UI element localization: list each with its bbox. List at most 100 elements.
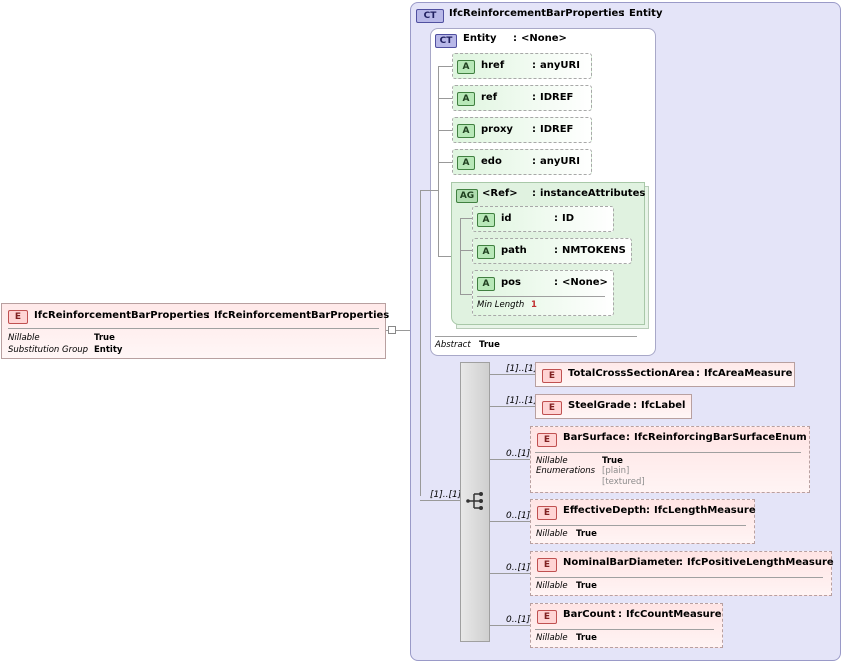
attribute-name: edo <box>481 156 502 167</box>
attribute-badge: A <box>477 213 495 227</box>
element-type: IfcAreaMeasure <box>704 368 793 379</box>
element-badge: E <box>537 610 557 624</box>
type-separator: : <box>532 188 536 199</box>
complex-type-name: IfcReinforcementBarProperties <box>449 8 625 19</box>
type-separator: : <box>554 245 558 256</box>
element-multiplicity: [1]..[1] <box>506 396 538 406</box>
attribute-type: NMTOKENS <box>562 245 626 256</box>
root-prop-key: Substitution Group <box>8 345 89 355</box>
expand-toggle-icon[interactable] <box>388 326 396 334</box>
tree-line <box>420 500 460 501</box>
attribute-badge: A <box>477 277 495 291</box>
element-name: SteelGrade <box>568 400 631 411</box>
element-enum-key: Enumerations <box>536 466 596 476</box>
element-badge: E <box>537 506 557 520</box>
tree-line <box>490 406 536 407</box>
root-element-type: IfcReinforcementBarProperties <box>214 310 390 321</box>
attribute-name: pos <box>501 277 521 288</box>
base-type-name: Entity <box>463 33 497 44</box>
attribute-badge: A <box>457 60 475 74</box>
tree-line <box>460 250 474 251</box>
element-steel-grade[interactable]: E SteelGrade : IfcLabel <box>535 394 692 419</box>
element-type: IfcCountMeasure <box>626 609 722 620</box>
attribute-type: anyURI <box>540 60 580 71</box>
tree-line <box>438 98 454 99</box>
element-multiplicity: [1]..[1] <box>506 364 538 374</box>
type-separator: : <box>626 432 630 443</box>
type-separator: : <box>513 33 517 44</box>
sequence-icon <box>466 492 483 510</box>
attribute-type: anyURI <box>540 156 580 167</box>
attribute-name: href <box>481 60 505 71</box>
element-badge: E <box>8 310 28 324</box>
attribute-prop-value: 1 <box>531 300 537 310</box>
element-bar-count[interactable]: E BarCount : IfcCountMeasure Nillable Tr… <box>530 603 723 648</box>
tree-line <box>438 66 454 67</box>
tree-line <box>490 459 530 460</box>
type-separator: : <box>618 609 622 620</box>
attribute-name: ref <box>481 92 498 103</box>
element-prop-value: True <box>576 529 597 539</box>
type-separator: : <box>646 505 650 516</box>
element-effective-depth[interactable]: E EffectiveDepth : IfcLengthMeasure Nill… <box>530 499 756 544</box>
connector-line <box>386 330 416 331</box>
element-prop-key: Nillable <box>536 581 568 591</box>
attribute-group-type: instanceAttributes <box>540 188 646 199</box>
element-multiplicity: 0..[1] <box>506 615 531 625</box>
element-nominal-bar-diameter[interactable]: E NominalBarDiameter : IfcPositiveLength… <box>530 551 834 596</box>
element-multiplicity: 0..[1] <box>506 563 531 573</box>
type-separator: : <box>532 60 536 71</box>
element-name: NominalBarDiameter <box>563 557 681 568</box>
sequence-multiplicity: [1]..[1] <box>430 490 462 500</box>
type-separator: : <box>696 368 700 379</box>
type-separator: : <box>532 124 536 135</box>
element-multiplicity: 0..[1] <box>506 449 531 459</box>
element-prop-value: True <box>576 581 597 591</box>
attribute-group-badge: AG <box>456 189 478 203</box>
element-multiplicity: 0..[1] <box>506 511 531 521</box>
element-prop-key: Nillable <box>536 633 568 643</box>
type-separator: : <box>633 400 637 411</box>
type-separator: : <box>679 557 683 568</box>
attribute-path[interactable]: A path : NMTOKENS <box>472 238 632 264</box>
attribute-ref[interactable]: A ref : IDREF <box>452 85 592 111</box>
sequence-compositor[interactable] <box>460 362 490 642</box>
attribute-type: <None> <box>562 277 608 288</box>
root-element-box[interactable]: E IfcReinforcementBarProperties : IfcRei… <box>1 303 390 359</box>
element-type: IfcReinforcingBarSurfaceEnum <box>634 432 807 443</box>
tree-line <box>420 190 438 191</box>
element-separator <box>535 452 801 453</box>
root-prop-value: Entity <box>94 345 123 355</box>
tree-line <box>438 162 454 163</box>
element-badge: E <box>542 369 562 383</box>
element-name: BarSurface <box>563 432 626 443</box>
attribute-type: IDREF <box>540 124 574 135</box>
attribute-badge: A <box>457 156 475 170</box>
element-separator <box>535 629 714 630</box>
attribute-name: id <box>501 213 512 224</box>
base-type-badge: CT <box>435 34 457 48</box>
tree-line <box>420 190 421 496</box>
attribute-proxy[interactable]: A proxy : IDREF <box>452 117 592 143</box>
element-badge: E <box>542 401 562 415</box>
element-name: BarCount <box>563 609 616 620</box>
attribute-id[interactable]: A id : ID <box>472 206 614 232</box>
element-badge: E <box>537 433 557 447</box>
root-prop-key: Nillable <box>8 333 40 343</box>
element-prop-value: True <box>602 456 623 466</box>
element-total-cross-section-area[interactable]: E TotalCrossSectionArea : IfcAreaMeasure <box>535 362 795 387</box>
tree-line <box>438 256 452 257</box>
element-type: IfcPositiveLengthMeasure <box>687 557 834 568</box>
attribute-edo[interactable]: A edo : anyURI <box>452 149 592 175</box>
tree-line <box>490 521 530 522</box>
base-type-type: <None> <box>521 33 567 44</box>
attribute-href[interactable]: A href : anyURI <box>452 53 592 79</box>
element-bar-surface[interactable]: E BarSurface : IfcReinforcingBarSurfaceE… <box>530 426 810 493</box>
root-prop-value: True <box>94 333 115 343</box>
element-prop-value: True <box>576 633 597 643</box>
tree-line <box>490 374 536 375</box>
complex-type-base: Entity <box>629 8 663 19</box>
tree-line <box>460 218 461 294</box>
attribute-pos[interactable]: A pos : <None> Min Length 1 <box>472 270 614 316</box>
abstract-value: True <box>479 340 500 350</box>
